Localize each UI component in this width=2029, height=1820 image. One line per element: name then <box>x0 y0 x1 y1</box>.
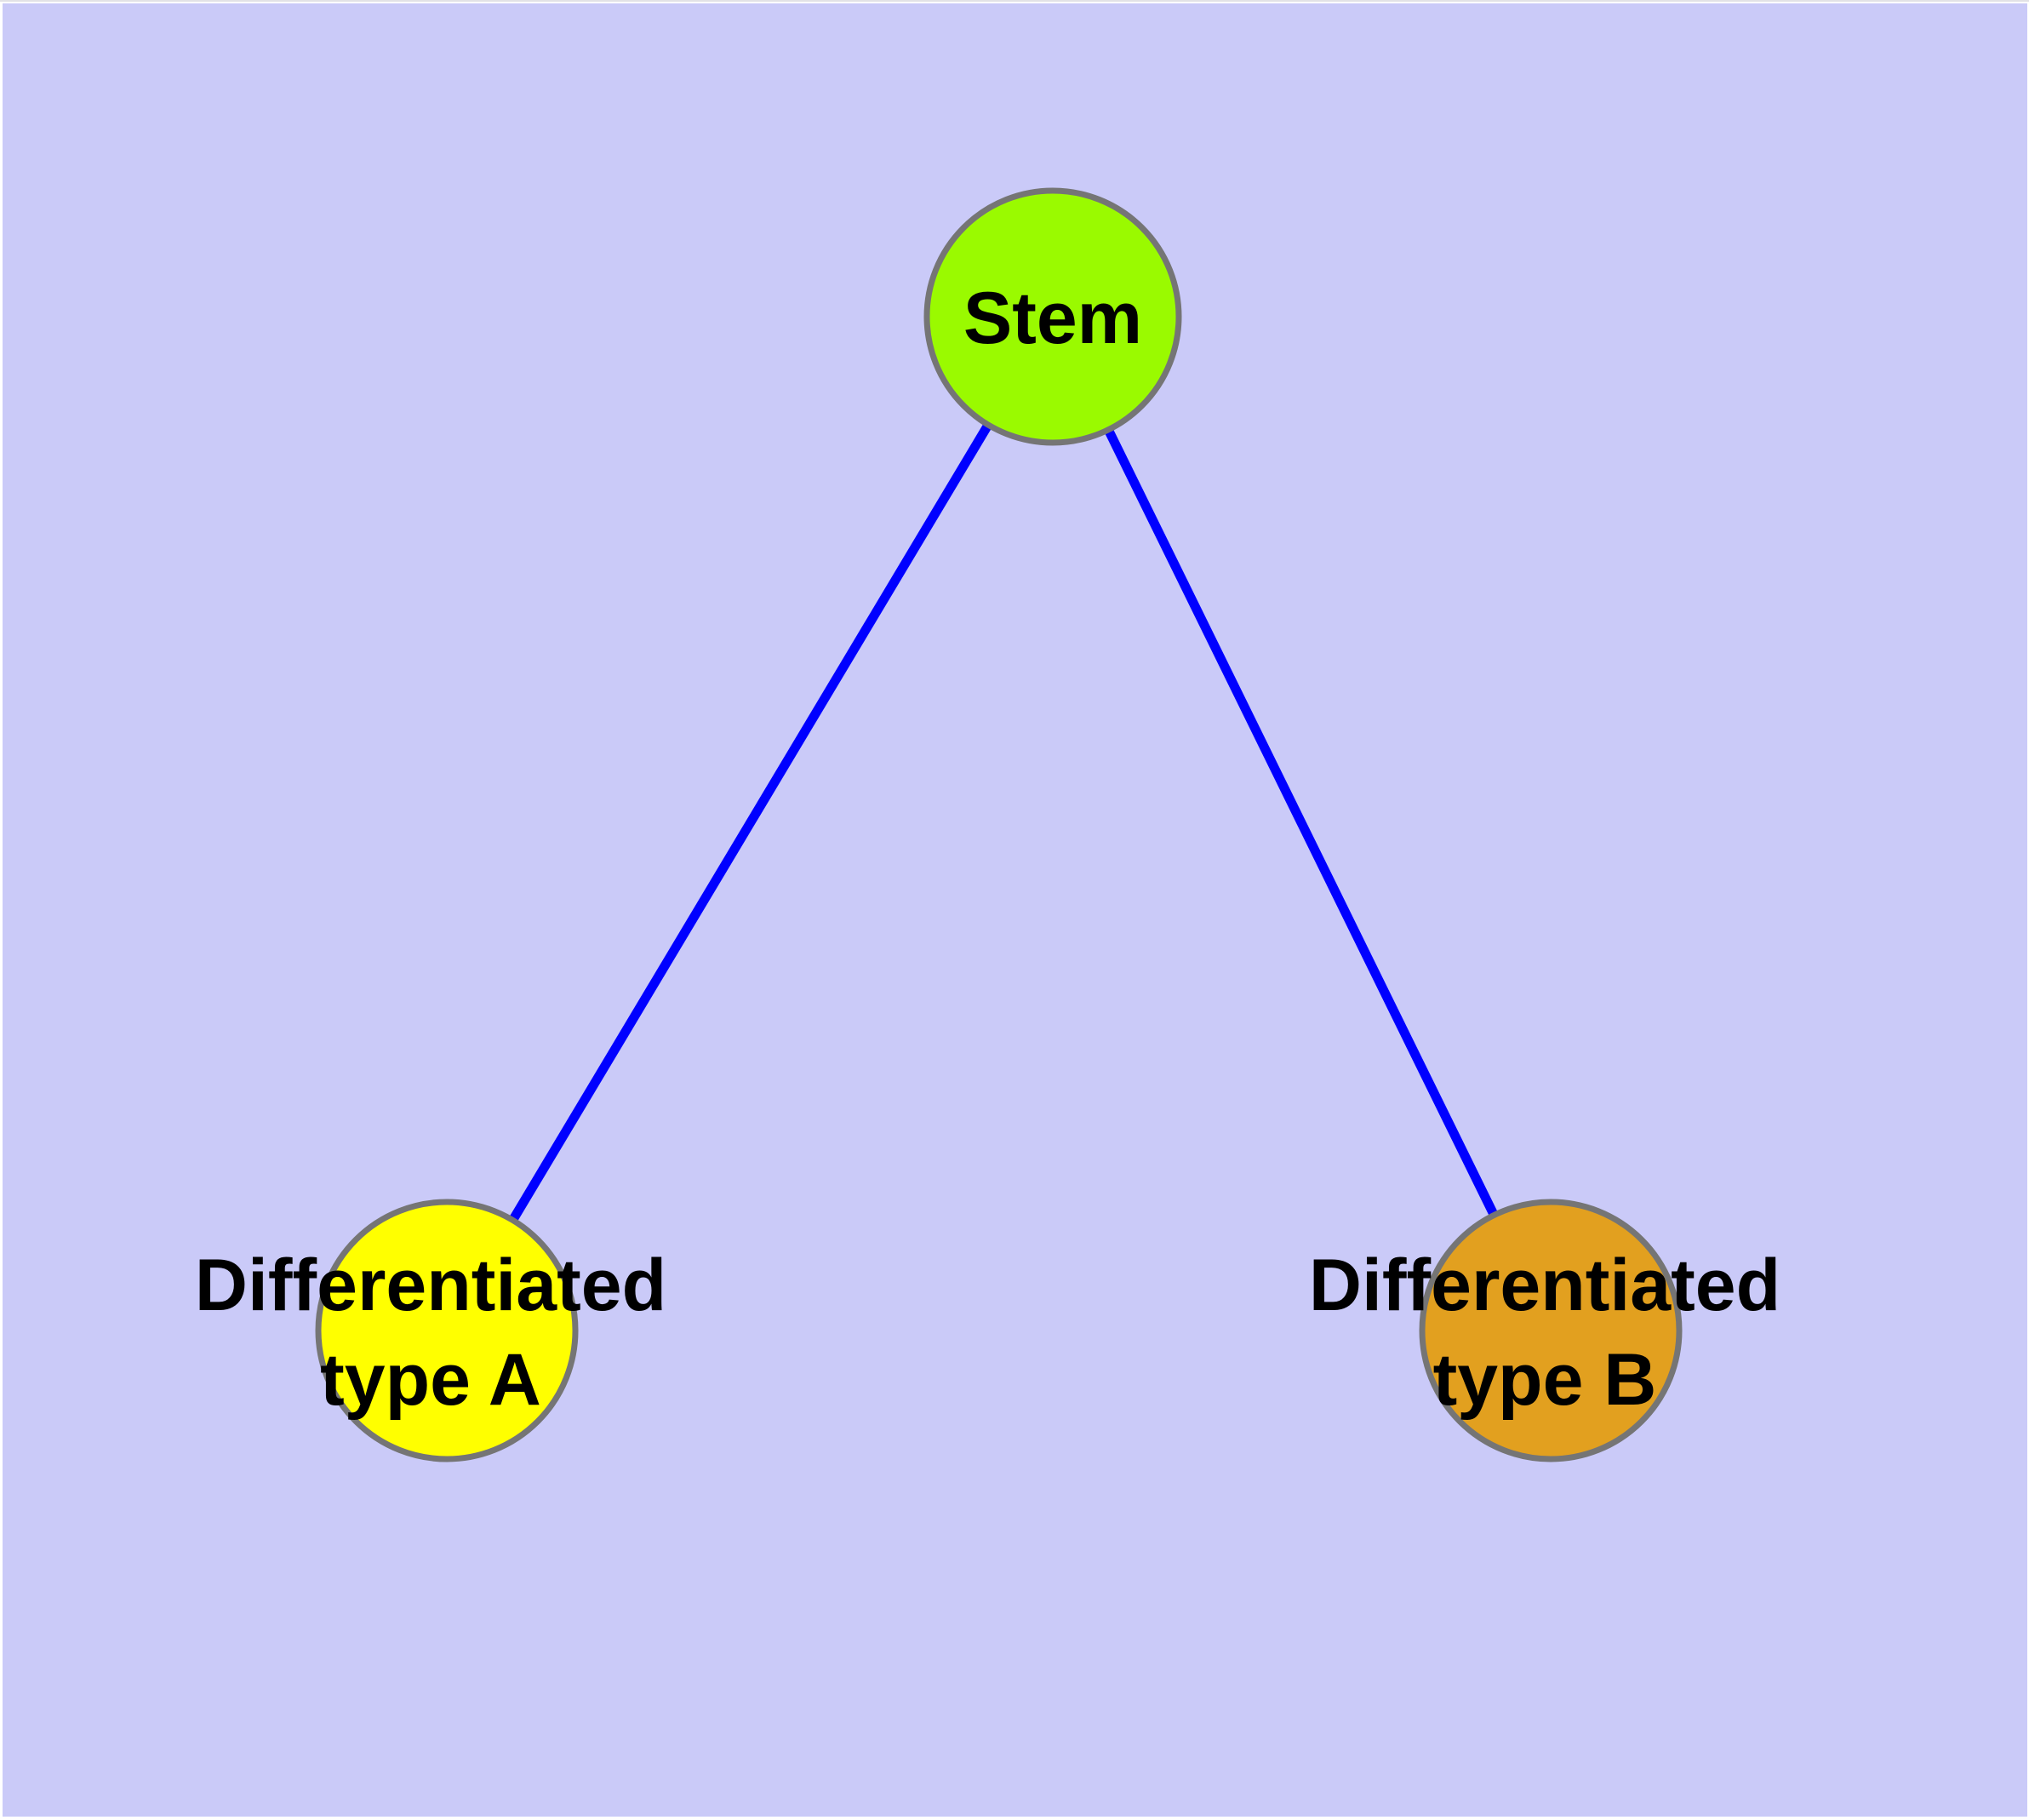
node-type-b-label-line1: Differentiated <box>1309 1245 1780 1326</box>
node-type-b-label-line2: type B <box>1433 1339 1657 1421</box>
edge-stem-to-type-a <box>443 314 1057 1333</box>
node-stem-circle <box>923 187 1182 446</box>
edge-stem-to-type-b <box>1049 314 1555 1333</box>
node-group <box>315 187 1683 1462</box>
edge-group <box>443 314 1555 1333</box>
node-type-a-label-line2: type A <box>320 1339 541 1421</box>
node-type-b-circle <box>1419 1199 1683 1462</box>
node-type-a-circle <box>315 1199 579 1462</box>
node-type-a-label-line1: Differentiated <box>195 1245 666 1326</box>
node-stem-label: Stem <box>963 278 1142 359</box>
label-group: Stem Differentiated type A Differentiate… <box>195 278 1780 1421</box>
